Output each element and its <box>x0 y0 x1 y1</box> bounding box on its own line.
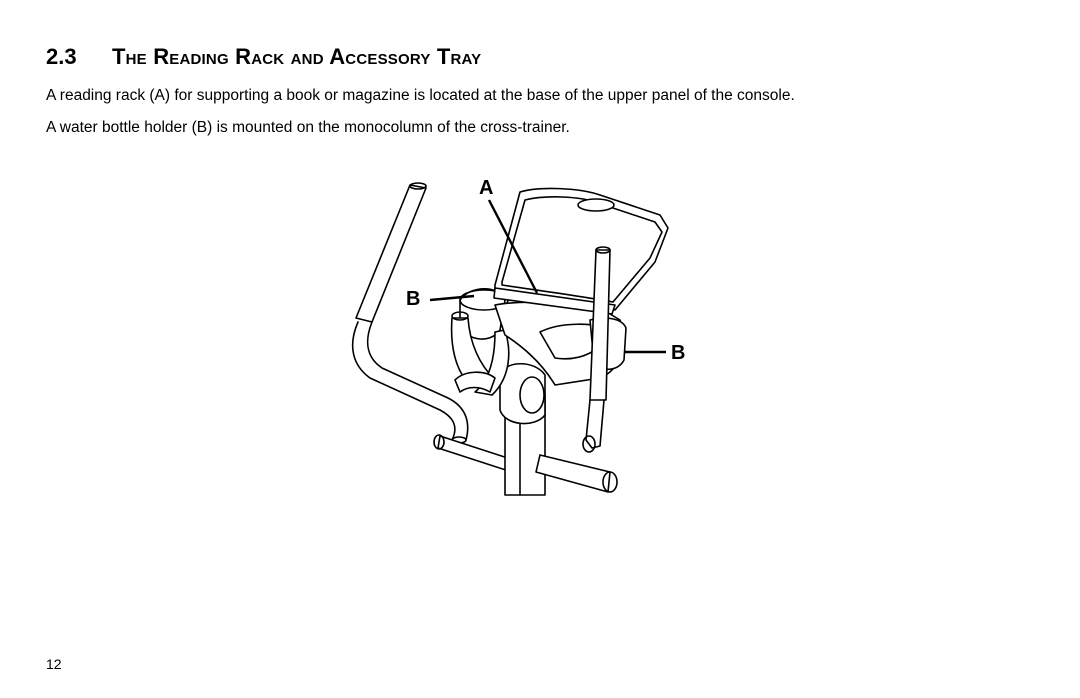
section-number: 2.3 <box>46 44 77 69</box>
page-number: 12 <box>46 656 62 672</box>
section-heading: 2.3 The Reading Rack and Accessory Tray <box>46 44 481 70</box>
callout-a-leader <box>487 199 539 294</box>
callout-b-right-label: B <box>671 342 686 364</box>
right-handle-grip <box>589 249 611 401</box>
left-handle-arm <box>351 321 456 441</box>
paragraph-water-bottle: A water bottle holder (B) is mounted on … <box>46 119 570 136</box>
paragraph-reading-rack: A reading rack (A) for supporting a book… <box>46 87 795 104</box>
pivot-hub <box>499 362 546 425</box>
cross-trainer-illustration <box>351 182 669 496</box>
callout-b1-leader <box>429 294 475 302</box>
section-title: The Reading Rack and Accessory Tray <box>112 44 482 69</box>
right-pedal <box>535 454 611 493</box>
callout-b-left-label: B <box>406 288 421 310</box>
callout-a-label: A <box>479 177 494 199</box>
reading-rack <box>493 287 616 315</box>
right-handle-arm <box>585 399 605 449</box>
